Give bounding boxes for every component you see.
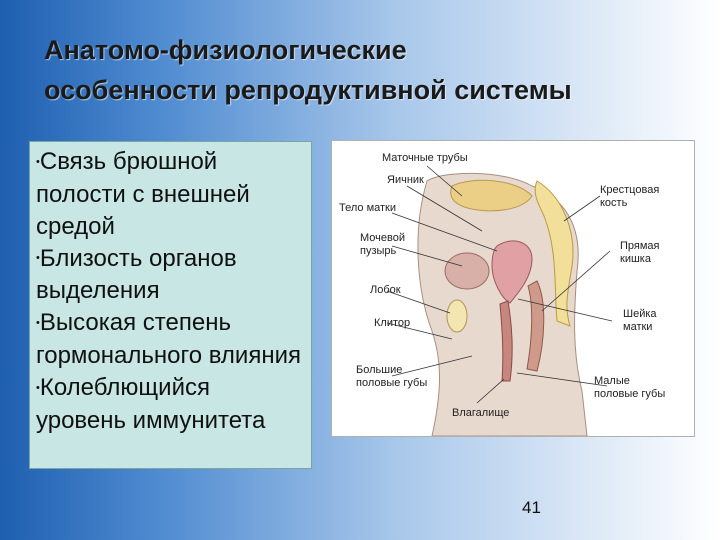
bullet-item: •Близость органов выделения: [36, 243, 305, 308]
page-number: 41: [522, 498, 541, 517]
title-line-2: особенности репродуктивной системы: [44, 75, 572, 105]
label-vagina: Влагалище: [452, 407, 509, 419]
label-fallopian-tubes: Маточные трубы: [382, 152, 468, 164]
label-pubis: Лобок: [370, 284, 401, 296]
label-cervix-line1: Шейка: [623, 308, 657, 320]
label-bladder-line2: пузырь: [360, 245, 397, 257]
pubis-shape: [446, 299, 468, 333]
slide-title: Анатомо-физиологические особенности репр…: [44, 30, 684, 110]
bladder-shape: [444, 252, 490, 290]
bullet-item: •Связь брюшной полости с внешней средой: [36, 146, 305, 243]
anatomy-illustration: Маточные трубы Яичник Тело матки Мочевой…: [339, 152, 665, 436]
uterus-shape: [491, 240, 533, 304]
bullet-dot-icon: •: [36, 381, 40, 394]
label-labia-minora-line1: Малые: [594, 375, 630, 387]
sacrum-shape: [534, 180, 574, 327]
label-sacrum-line2: кость: [600, 197, 628, 209]
bullet-text: Колеблющийся уровень иммунитета: [36, 373, 266, 434]
bullet-item: •Колеблющийся уровень иммунитета: [36, 372, 305, 437]
label-sacrum-line1: Крестцовая: [600, 184, 659, 196]
leader-lines: [386, 165, 613, 404]
label-cervix-line2: матки: [623, 321, 652, 333]
label-labia-minora-line2: половые губы: [594, 388, 665, 400]
label-ovary: Яичник: [387, 174, 424, 186]
anatomy-figure: Маточные трубы Яичник Тело матки Мочевой…: [331, 140, 695, 437]
intestines-shape: [450, 179, 533, 212]
label-rectum-line2: кишка: [620, 253, 652, 265]
bullet-item: •Высокая степень гормонального влияния: [36, 307, 305, 372]
label-labia-majora-line2: половые губы: [356, 377, 427, 389]
bullet-text: Близость органов выделения: [36, 244, 237, 305]
bullet-list-box: •Связь брюшной полости с внешней средой …: [29, 141, 312, 469]
bullet-dot-icon: •: [36, 316, 40, 329]
bullet-text: Связь брюшной полости с внешней средой: [36, 148, 250, 240]
label-rectum-line1: Прямая: [620, 240, 660, 252]
label-bladder-line1: Мочевой: [360, 232, 405, 244]
label-clitoris: Клитор: [374, 317, 410, 329]
label-labia-majora-line1: Большие: [356, 364, 402, 376]
bullet-dot-icon: •: [36, 252, 40, 265]
label-uterus-body: Тело матки: [339, 202, 396, 214]
title-line-1: Анатомо-физиологические: [44, 35, 407, 65]
bullet-dot-icon: •: [36, 155, 40, 168]
bullet-text: Высокая степень гормонального влияния: [36, 309, 301, 369]
